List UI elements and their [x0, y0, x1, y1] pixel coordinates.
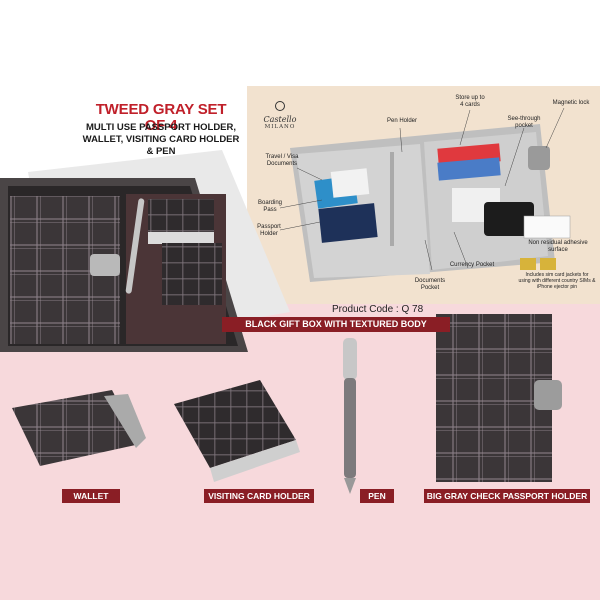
callout-sim-note: Includes sim card jackets for using with…	[518, 272, 596, 290]
box-passport-clasp	[90, 254, 120, 276]
label-visiting-card-holder: VISITING CARD HOLDER	[204, 489, 314, 503]
label-big-passport-holder: BIG GRAY CHECK PASSPORT HOLDER	[424, 489, 590, 503]
product-code: Product Code : Q 78	[332, 304, 424, 315]
brand-logo: Castello MILANO	[262, 96, 298, 130]
open-passport-holder	[290, 124, 571, 282]
gift-box-banner: BLACK GIFT BOX WITH TEXTURED BODY	[222, 317, 450, 332]
callout-boarding-pass: Boarding Pass	[257, 200, 283, 213]
power-bank	[484, 202, 534, 236]
brand-sub: MILANO	[264, 124, 296, 130]
callout-pen-holder: Pen Holder	[386, 118, 418, 124]
label-wallet: WALLET	[62, 489, 120, 503]
big-passport-holder	[436, 314, 562, 482]
wallet	[12, 390, 146, 466]
callout-see-through: See-through pocket	[507, 116, 541, 129]
subtitle-line-2: WALLET, VISITING CARD HOLDER & PEN	[82, 134, 240, 157]
callout-documents-pocket: Documents Pocket	[414, 278, 446, 291]
callout-travel-visa: Travel / Visa Documents	[265, 154, 299, 167]
callout-store-cards: Store up to 4 cards	[455, 95, 485, 108]
callout-currency-pocket: Currency Pocket	[449, 262, 495, 268]
callout-passport-holder: Passport Holder	[257, 224, 281, 237]
brand-name: Castello	[263, 115, 297, 124]
visiting-card-holder	[174, 380, 300, 482]
callout-adhesive: Non residual adhesive surface	[528, 240, 588, 253]
pen	[343, 338, 357, 494]
label-pen: PEN	[360, 489, 394, 503]
callout-magnetic-lock: Magnetic lock	[552, 100, 590, 106]
callout-lines	[279, 107, 565, 271]
page-title: TWEED GRAY SET OF 4	[95, 101, 227, 134]
gift-box	[0, 150, 290, 352]
subtitle-line-1: MULTI USE PASSPORT HOLDER,	[85, 122, 237, 133]
brand-mark-icon	[275, 101, 285, 111]
page-subtitle: MULTI USE PASSPORT HOLDER, WALLET, VISIT…	[82, 122, 240, 158]
